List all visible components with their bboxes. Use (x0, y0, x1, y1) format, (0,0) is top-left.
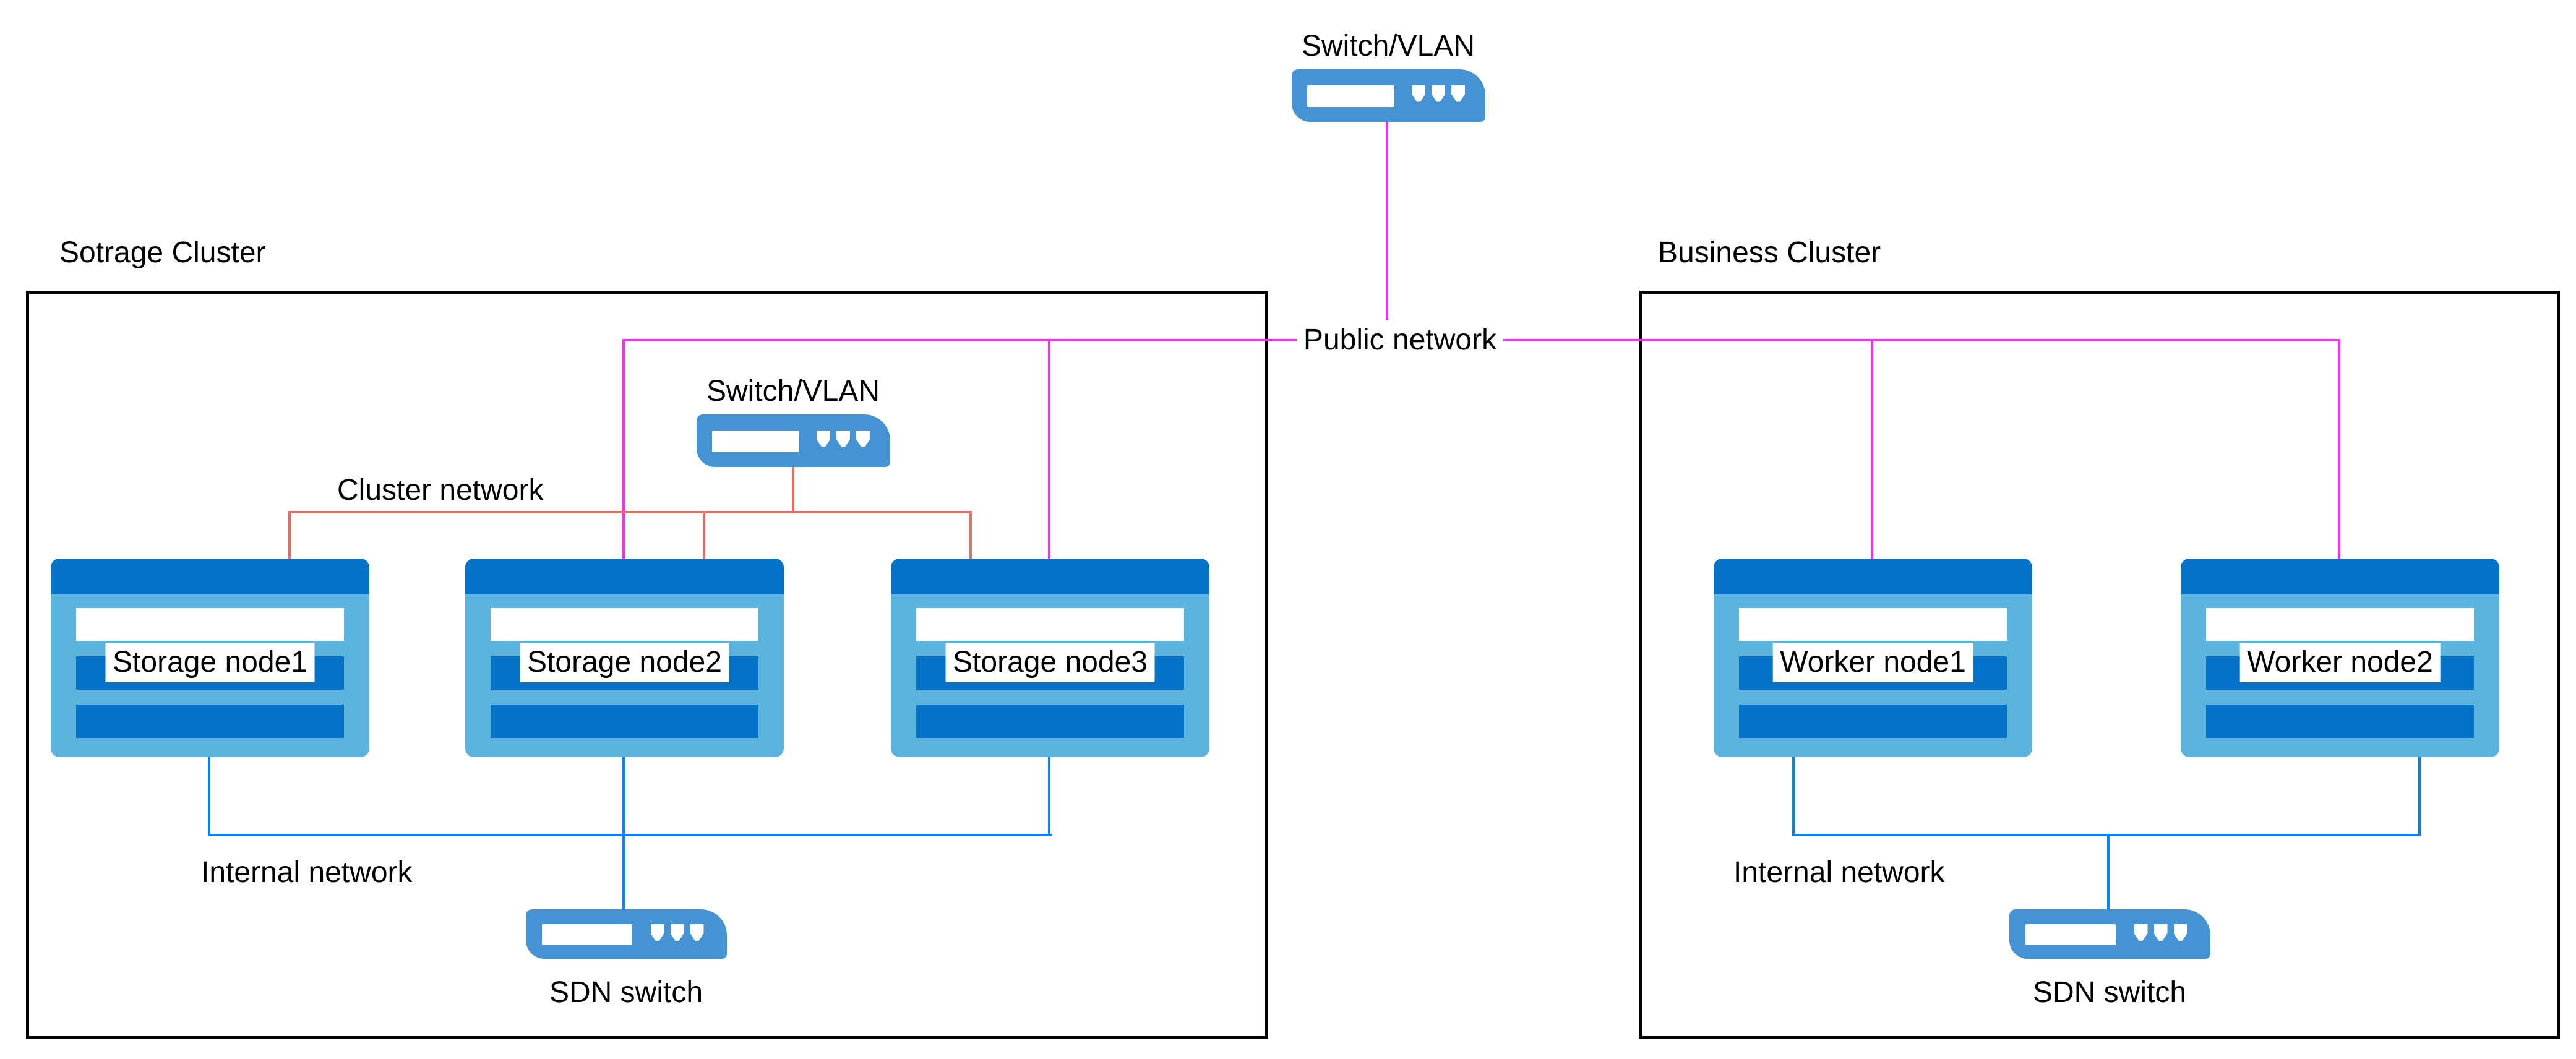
storage-node-2: Storage node2 (465, 559, 784, 757)
switch-ports (2134, 924, 2187, 941)
internal-network-riser-node1 (208, 757, 210, 836)
server-display-slot (2206, 608, 2474, 641)
storage-node-1-label: Storage node1 (105, 643, 315, 682)
storage-cluster-title: Sotrage Cluster (59, 236, 266, 269)
server-display-slot (491, 608, 758, 641)
sdn-switch-icon (2009, 909, 2210, 959)
sdn-switch-label-storage: SDN switch (549, 976, 703, 1009)
public-network-label: Public network (1297, 320, 1503, 359)
server-top-panel (51, 559, 369, 594)
switch-display-panel (2025, 924, 2116, 945)
cluster-network-drop-node1 (288, 511, 291, 559)
cluster-network-line-horizontal (288, 511, 972, 513)
internal-network-to-sdn-business (2107, 834, 2110, 909)
storage-node-3: Storage node3 (891, 559, 1209, 757)
business-cluster-title: Business Cluster (1658, 236, 1881, 269)
port-icon (836, 430, 851, 447)
internal-network-riser-node3 (1048, 757, 1050, 836)
switch-vlan-icon (1292, 69, 1485, 122)
switch-display-panel (712, 430, 799, 453)
public-network-drop-worker-node1 (1871, 339, 1873, 559)
server-top-panel (2181, 559, 2499, 594)
public-network-line-top-drop (1386, 121, 1388, 341)
internal-network-riser-worker1 (1792, 757, 1795, 836)
server-drive-bar (2206, 705, 2474, 738)
storage-cluster-box (26, 291, 1268, 1039)
cluster-network-label: Cluster network (337, 474, 544, 507)
server-display-slot (1739, 608, 2007, 641)
storage-node-1: Storage node1 (51, 559, 369, 757)
sdn-switch-label-business: SDN switch (2032, 976, 2187, 1009)
switch-ports (650, 924, 704, 941)
server-drive-bar (491, 705, 758, 738)
server-top-panel (1714, 559, 2032, 594)
top-switch-label: Switch/VLAN (1301, 30, 1475, 62)
internal-network-line-business (1792, 834, 2421, 836)
port-icon (817, 430, 831, 447)
server-drive-bar (76, 705, 344, 738)
worker-node-2: Worker node2 (2181, 559, 2499, 757)
switch-vlan-icon (697, 414, 890, 467)
cluster-network-drop-node3 (969, 511, 972, 559)
storage-switch-label: Switch/VLAN (706, 375, 880, 408)
port-icon (1451, 85, 1466, 102)
public-network-drop-worker-node2 (2338, 339, 2340, 559)
internal-network-label-business: Internal network (1733, 856, 1945, 889)
switch-display-panel (542, 924, 633, 945)
worker-node-1-label: Worker node1 (1772, 643, 1973, 682)
port-icon (670, 924, 684, 941)
port-icon (856, 430, 870, 447)
internal-network-riser-worker2 (2418, 757, 2421, 836)
port-icon (690, 924, 704, 941)
cluster-network-drop-node2 (703, 511, 705, 559)
internal-network-label-storage: Internal network (201, 856, 413, 889)
sdn-switch-icon (526, 909, 727, 959)
server-display-slot (916, 608, 1184, 641)
switch-ports (1412, 85, 1466, 102)
internal-network-line-storage (208, 834, 1052, 836)
storage-node-3-label: Storage node3 (945, 643, 1155, 682)
internal-network-node2-to-sdn (622, 757, 625, 909)
switch-ports (817, 430, 870, 447)
business-cluster-box (1639, 291, 2560, 1039)
port-icon (650, 924, 664, 941)
port-icon (2153, 924, 2168, 941)
port-icon (2173, 924, 2187, 941)
worker-node-1: Worker node1 (1714, 559, 2032, 757)
worker-node-2-label: Worker node2 (2239, 643, 2441, 682)
public-network-drop-storage-node3 (1048, 339, 1050, 559)
server-drive-bar (916, 705, 1184, 738)
server-display-slot (76, 608, 344, 641)
server-top-panel (465, 559, 784, 594)
port-icon (1432, 85, 1446, 102)
port-icon (2134, 924, 2148, 941)
cluster-network-switch-stub (792, 466, 794, 512)
public-network-drop-storage-node2 (622, 339, 625, 559)
port-icon (1412, 85, 1426, 102)
server-drive-bar (1739, 705, 2007, 738)
server-top-panel (891, 559, 1209, 594)
storage-node-2-label: Storage node2 (520, 643, 729, 682)
switch-display-panel (1307, 85, 1394, 108)
